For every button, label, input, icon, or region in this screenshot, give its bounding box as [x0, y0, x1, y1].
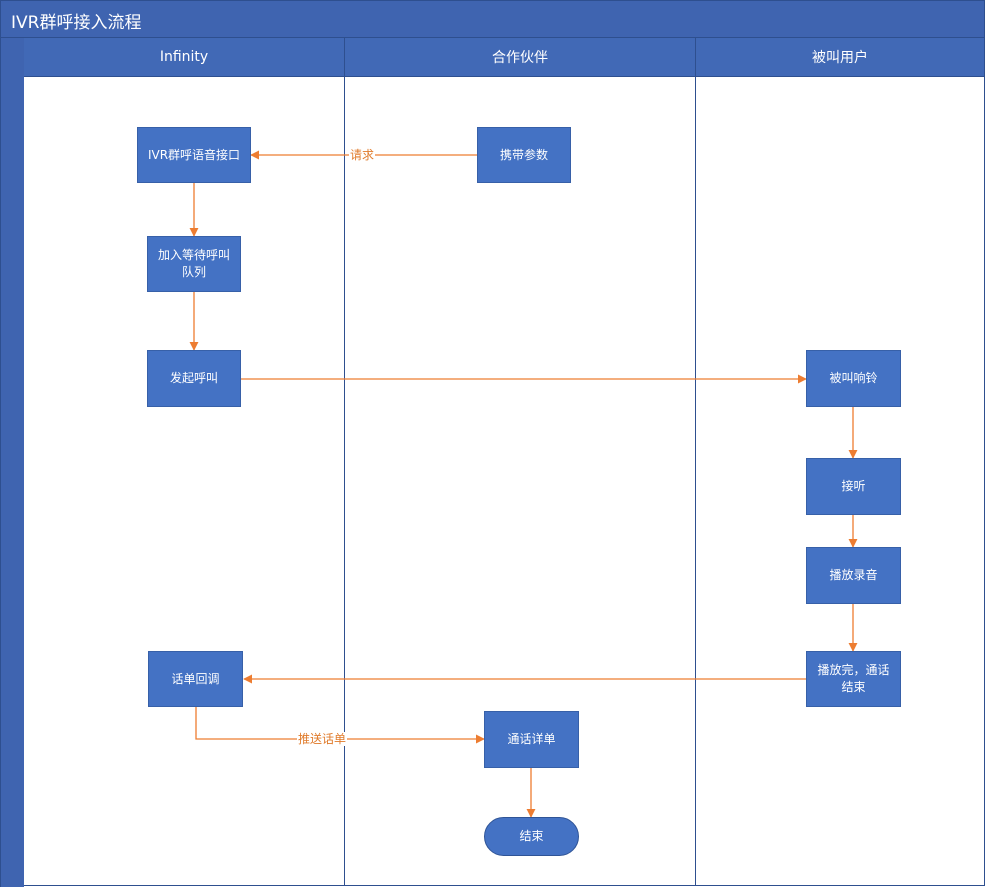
diagram-title: IVR群呼接入流程: [11, 13, 142, 33]
lane-header-infinity: Infinity: [24, 38, 345, 77]
node-cdr-callback: 话单回调: [148, 651, 243, 707]
node-carry-params: 携带参数: [477, 127, 571, 183]
pool-left-strip: [0, 38, 24, 887]
node-callee-ringing: 被叫响铃: [806, 350, 901, 407]
title-bar: IVR群呼接入流程: [0, 0, 985, 38]
node-end-terminal: 结束: [484, 817, 579, 856]
node-play-recording: 播放录音: [806, 547, 901, 604]
node-initiate-call: 发起呼叫: [147, 350, 241, 407]
node-answer: 接听: [806, 458, 901, 515]
edge-label-push-cdr: 推送话单: [297, 732, 348, 746]
node-call-detail-record: 通话详单: [484, 711, 579, 768]
lane-header-partner: 合作伙伴: [345, 38, 696, 77]
pool-bottom-border: [24, 885, 985, 886]
node-join-call-queue: 加入等待呼叫 队列: [147, 236, 241, 292]
lane-header-callee: 被叫用户: [696, 38, 985, 77]
node-ivr-voice-api: IVR群呼语音接口: [137, 127, 251, 183]
node-playback-ended: 播放完，通话 结束: [806, 651, 901, 707]
connector-e9: [195, 707, 485, 744]
edge-label-request: 请求: [349, 148, 376, 162]
lane-infinity: [24, 77, 345, 885]
